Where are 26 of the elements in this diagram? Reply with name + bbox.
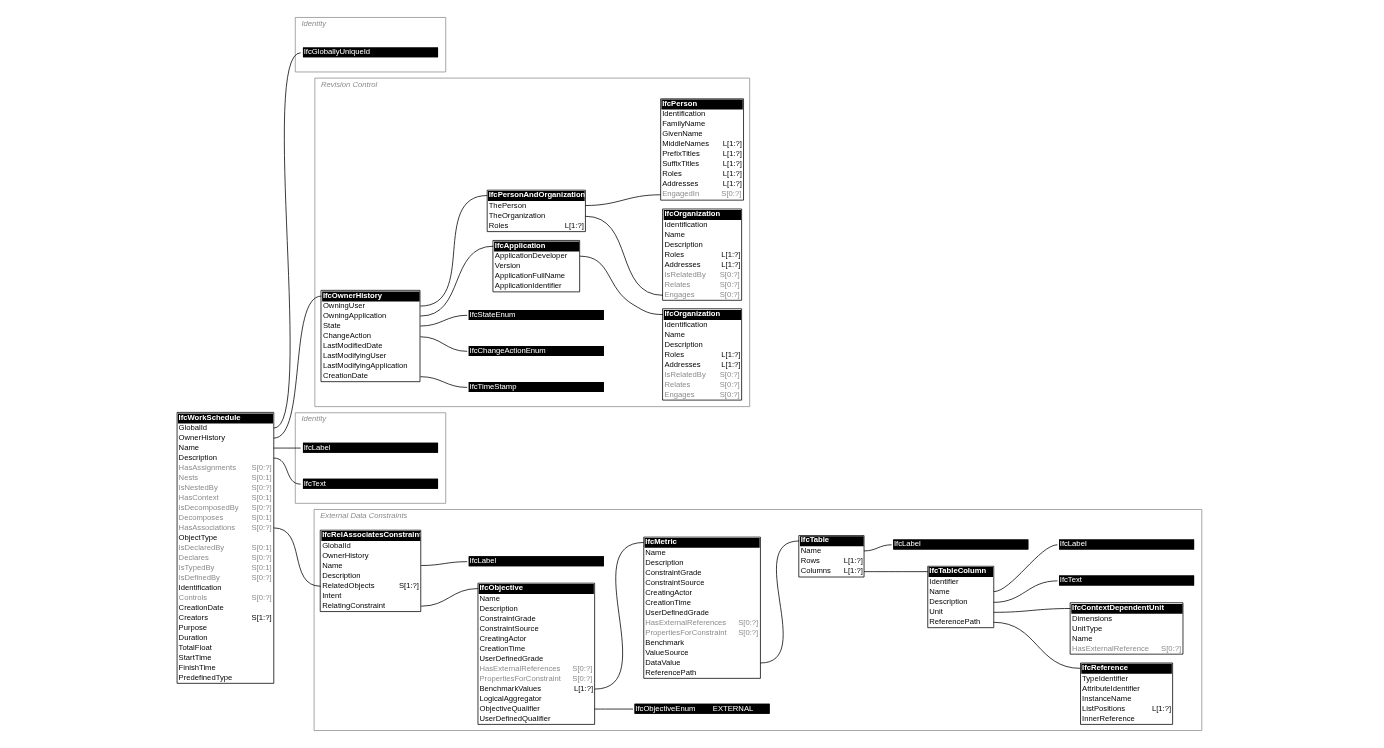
connector [759, 540, 800, 664]
connector [593, 708, 633, 710]
connector [992, 608, 1071, 613]
connector [584, 194, 661, 206]
connector [419, 195, 488, 307]
connector [863, 571, 928, 573]
connector [420, 561, 468, 566]
connector [992, 580, 1058, 603]
connector [593, 542, 644, 690]
connector [419, 336, 468, 352]
connector [419, 376, 468, 388]
connector [272, 52, 301, 429]
node-text: IfcChangeActionEnum [469, 345, 546, 355]
connector [272, 527, 321, 587]
connector [584, 215, 663, 296]
connector [272, 295, 322, 439]
connector [419, 314, 468, 327]
connector [992, 621, 1081, 669]
connector [863, 544, 892, 552]
connector [419, 245, 494, 317]
node-text: IfcTimeStamp [469, 381, 516, 391]
connector [420, 588, 478, 607]
connector [272, 457, 301, 485]
connector [579, 255, 663, 315]
connector [992, 544, 1058, 592]
node-text: IfcStateEnum [469, 309, 515, 319]
